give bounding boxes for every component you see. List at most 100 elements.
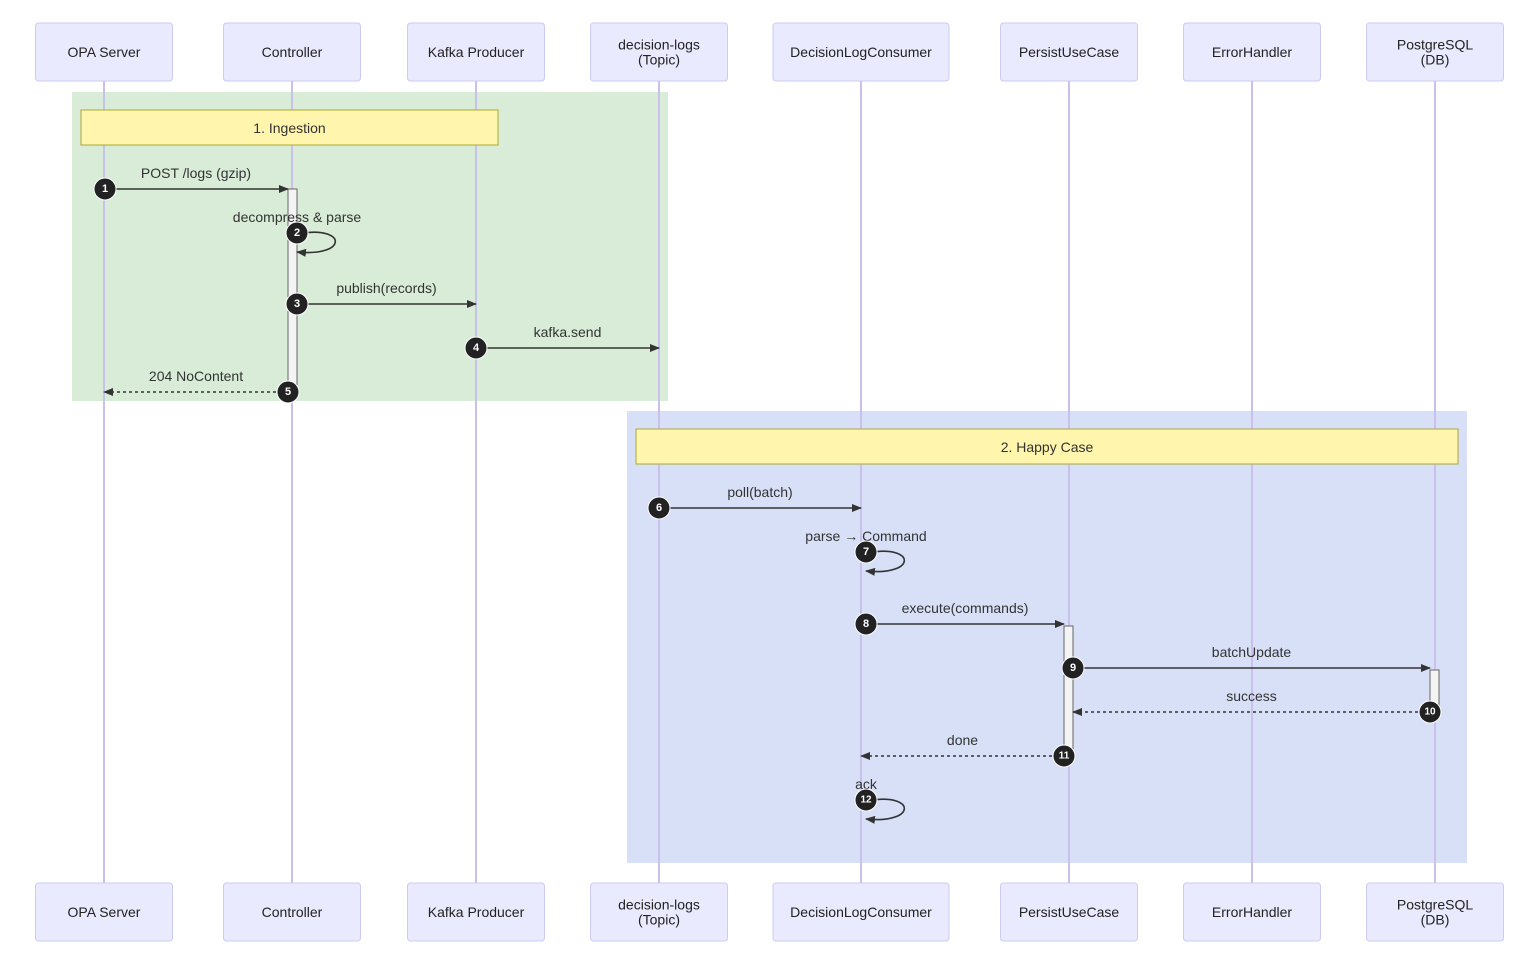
- sequence-number: 2: [294, 227, 300, 239]
- participant-box: [407, 22, 545, 82]
- participant-db-bottom: PostgreSQL(DB): [1366, 882, 1504, 942]
- participant-box: [35, 22, 173, 82]
- message-label: parse → Command: [805, 528, 926, 544]
- participant-label: PostgreSQL: [1397, 37, 1473, 53]
- sequence-number: 7: [863, 546, 869, 558]
- participant-errh-top: ErrorHandler: [1183, 22, 1321, 82]
- participant-box: [223, 882, 361, 942]
- participant-box: [1000, 22, 1138, 82]
- sequence-number: 8: [863, 618, 869, 630]
- sequence-number: 6: [656, 502, 662, 514]
- message-6: poll(batch) 6: [647, 484, 862, 520]
- message-3: publish(records) 3: [285, 280, 477, 316]
- sequence-number-badge: [1061, 656, 1085, 680]
- message-2: decompress & parse 2: [233, 209, 362, 257]
- sequence-number: 10: [1424, 707, 1436, 718]
- participant-label: ErrorHandler: [1212, 904, 1292, 920]
- participant-label: Controller: [262, 904, 323, 920]
- sequence-number-badge: [285, 221, 309, 245]
- message-12: ack 12: [854, 776, 906, 824]
- message-label: execute(commands): [902, 600, 1029, 616]
- participant-errh-bottom: ErrorHandler: [1183, 882, 1321, 942]
- participant-box: [223, 22, 361, 82]
- participant-box: [772, 22, 950, 82]
- sequence-number-badge: [464, 336, 488, 360]
- participant-label: DecisionLogConsumer: [790, 904, 932, 920]
- message-label: 204 NoContent: [149, 368, 243, 384]
- sequence-number-badge: [854, 540, 878, 564]
- participant-topic-bottom: decision-logs(Topic): [590, 882, 728, 942]
- message-7: parse → Command 7: [805, 528, 927, 576]
- participant-label: Kafka Producer: [428, 904, 525, 920]
- participant-label: (Topic): [638, 52, 680, 68]
- section-happy-case-note: [635, 428, 1459, 465]
- participant-label: PostgreSQL: [1397, 897, 1473, 913]
- activation-persist-use-case: [1063, 625, 1074, 757]
- participant-opa-bottom: OPA Server: [35, 882, 173, 942]
- section-happy-case-background: [627, 411, 1467, 863]
- self-message-arrow: [296, 231, 337, 257]
- sequence-number-badge: [854, 612, 878, 636]
- sequence-number-badge: [285, 292, 309, 316]
- section-happy-case-title: 2. Happy Case: [1001, 439, 1094, 455]
- participant-box: [1183, 22, 1321, 82]
- sequence-number-badge: [647, 496, 671, 520]
- participant-label: ErrorHandler: [1212, 44, 1292, 60]
- message-label: ack: [855, 776, 878, 792]
- participant-label: (DB): [1421, 912, 1450, 928]
- participant-box: [772, 882, 950, 942]
- sequence-number: 5: [285, 386, 291, 398]
- participant-topic-top: decision-logs(Topic): [590, 22, 728, 82]
- message-11: done 11: [860, 732, 1076, 768]
- participant-label: decision-logs: [618, 897, 700, 913]
- participant-box: [407, 882, 545, 942]
- sequence-number-badge: [93, 177, 117, 201]
- message-label: kafka.send: [534, 324, 602, 340]
- sequence-number: 4: [473, 342, 480, 354]
- self-message-arrow: [865, 798, 906, 824]
- participant-persist-top: PersistUseCase: [1000, 22, 1138, 82]
- message-5: 204 NoContent 5: [103, 368, 300, 404]
- participant-label: (DB): [1421, 52, 1450, 68]
- participant-label: PersistUseCase: [1019, 44, 1120, 60]
- message-label: done: [947, 732, 978, 748]
- message-label: poll(batch): [727, 484, 792, 500]
- participant-opa-top: OPA Server: [35, 22, 173, 82]
- message-label: decompress & parse: [233, 209, 362, 225]
- section-ingestion-note: [80, 109, 499, 146]
- sequence-number: 3: [294, 298, 300, 310]
- message-label: publish(records): [336, 280, 436, 296]
- participant-label: Controller: [262, 44, 323, 60]
- participant-box: [590, 22, 728, 82]
- participant-consumer-top: DecisionLogConsumer: [772, 22, 950, 82]
- sequence-number: 9: [1070, 662, 1076, 674]
- participant-consumer-bottom: DecisionLogConsumer: [772, 882, 950, 942]
- sequence-number: 12: [860, 795, 872, 806]
- participant-label: OPA Server: [68, 44, 141, 60]
- sequence-number-badge: [1052, 744, 1076, 768]
- message-8: execute(commands) 8: [854, 600, 1065, 636]
- participant-label: decision-logs: [618, 37, 700, 53]
- participant-label: Kafka Producer: [428, 44, 525, 60]
- participant-box: [1183, 882, 1321, 942]
- sequence-number: 1: [102, 183, 108, 195]
- self-message-arrow: [865, 550, 906, 576]
- message-4: kafka.send 4: [464, 324, 660, 360]
- participant-label: (Topic): [638, 912, 680, 928]
- participant-box: [590, 882, 728, 942]
- participant-kprod-top: Kafka Producer: [407, 22, 545, 82]
- message-label: POST /logs (gzip): [141, 165, 251, 181]
- participant-label: OPA Server: [68, 904, 141, 920]
- participant-ctrl-bottom: Controller: [223, 882, 361, 942]
- sequence-number-badge: [1418, 700, 1442, 724]
- message-1: POST /logs (gzip) 1: [93, 165, 289, 201]
- sequence-number: 11: [1059, 751, 1070, 762]
- participant-box: [1000, 882, 1138, 942]
- sequence-number-badge: [854, 788, 878, 812]
- section-ingestion-title: 1. Ingestion: [253, 120, 325, 136]
- participant-ctrl-top: Controller: [223, 22, 361, 82]
- participant-label: DecisionLogConsumer: [790, 44, 932, 60]
